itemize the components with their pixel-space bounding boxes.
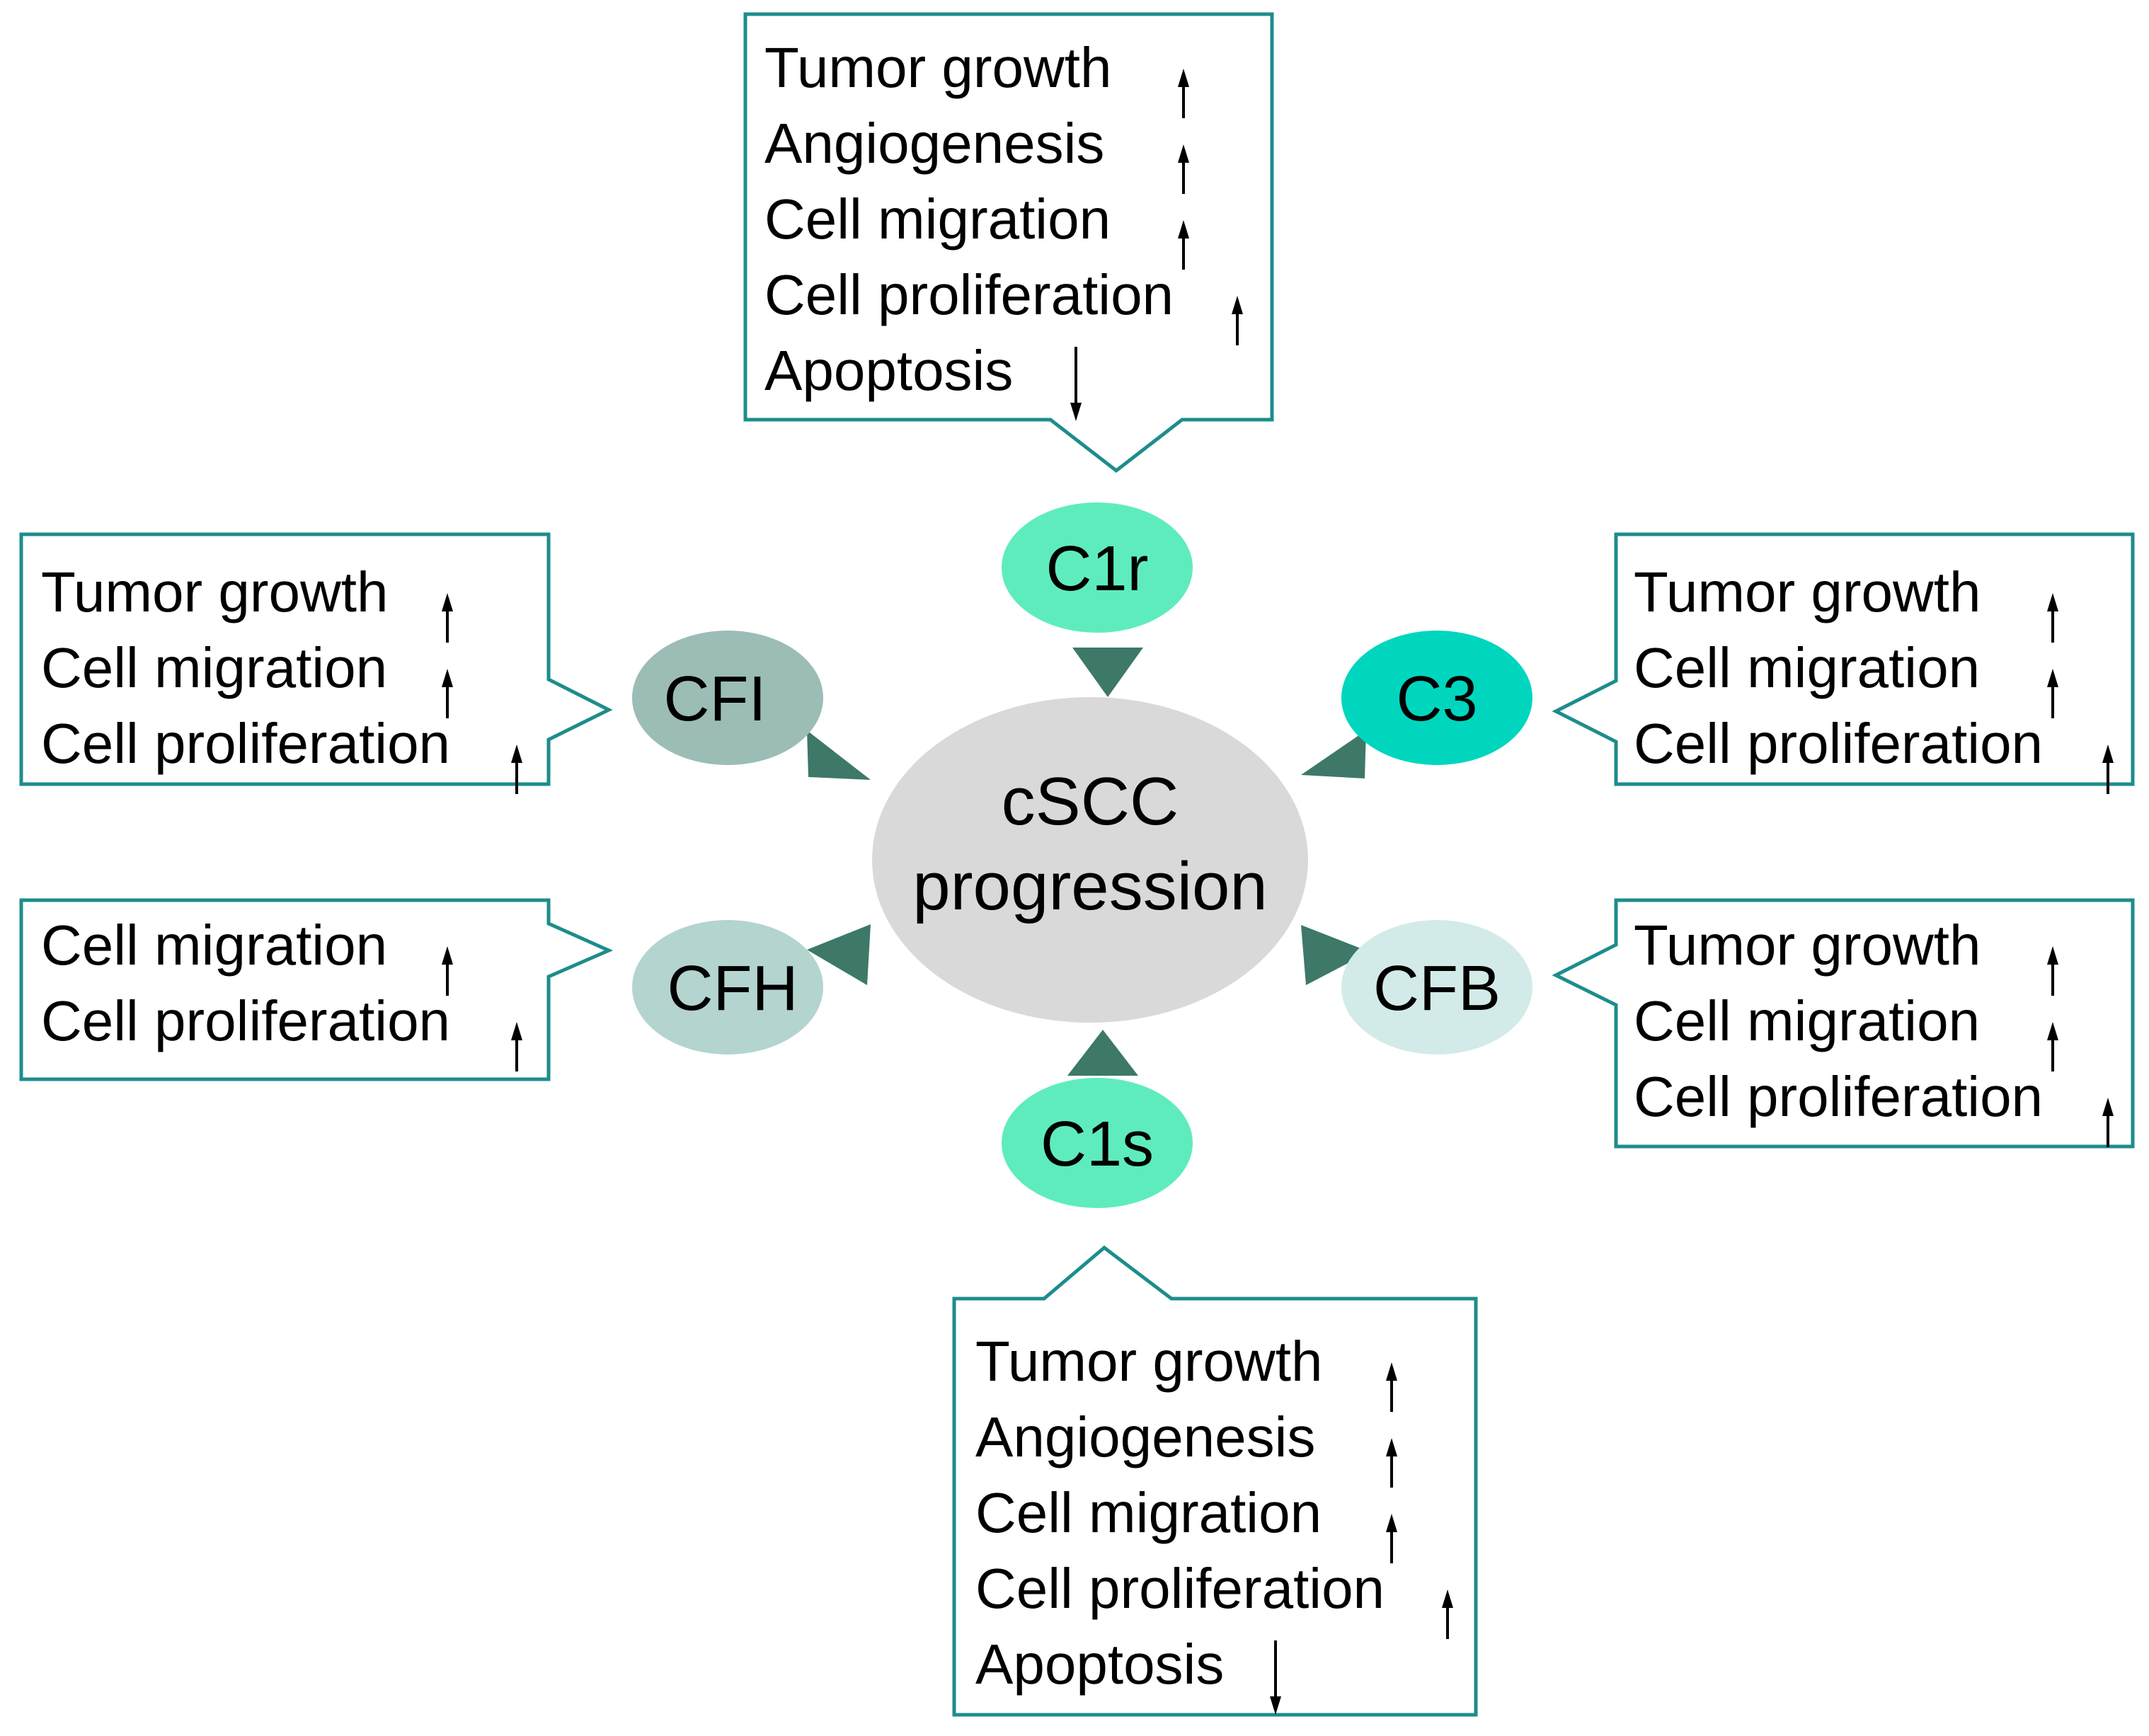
callout-item: Angiogenesis [975, 1406, 1315, 1468]
up-arrow-icon [511, 1022, 522, 1071]
callout-item: Cell migration [975, 1481, 1322, 1544]
callout-cfi: Tumor growth Cell migration Cell prolife… [19, 532, 613, 794]
node-c1r: C1r [1002, 502, 1193, 633]
up-arrow-icon [442, 593, 453, 643]
callout-cfb-box [1552, 898, 2135, 1149]
callout-item: Tumor growth [1634, 561, 1981, 623]
callout-item: Apoptosis [764, 339, 1013, 402]
callout-cfh: Cell migration Cell proliferation [19, 898, 614, 1081]
center-ellipse [872, 697, 1308, 1023]
up-arrow-icon [2102, 745, 2114, 794]
node-cfb: CFB [1341, 920, 1532, 1054]
callout-item: Tumor growth [975, 1330, 1323, 1393]
callout-item: Cell proliferation [41, 989, 450, 1052]
node-cfh-label: CFH [667, 953, 798, 1024]
callout-item: Cell proliferation [1634, 1065, 2043, 1128]
up-arrow-icon [442, 669, 453, 718]
callout-cfh-box [19, 898, 614, 1081]
down-arrow-icon [1270, 1640, 1281, 1715]
node-c1r-label: C1r [1045, 534, 1148, 604]
up-arrow-icon [2047, 593, 2058, 643]
node-c1s-label: C1s [1041, 1109, 1154, 1180]
callout-item: Angiogenesis [764, 112, 1104, 175]
callout-c1s: Tumor growth Angiogenesis Cell migration… [952, 1245, 1478, 1717]
pointer-cfi [807, 730, 871, 780]
node-c3: C3 [1341, 631, 1532, 765]
pointer-c1r [1072, 648, 1143, 697]
callout-item: Cell proliferation [975, 1557, 1385, 1620]
up-arrow-icon [442, 946, 453, 996]
up-arrow-icon [1386, 1438, 1397, 1488]
callout-c3-box [1552, 532, 2135, 786]
node-c1s-shape [1002, 1078, 1193, 1208]
node-cfb-shape [1341, 920, 1532, 1054]
pointer-c1s [1067, 1030, 1138, 1076]
up-arrow-icon [1386, 1514, 1397, 1563]
up-arrow-icon [2047, 669, 2058, 718]
callout-item: Tumor growth [41, 561, 389, 623]
up-arrow-icon [1178, 144, 1189, 194]
up-arrow-icon [2102, 1098, 2114, 1147]
up-arrow-icon [1442, 1590, 1453, 1639]
pointer-c3 [1301, 730, 1366, 778]
callout-item: Tumor growth [1634, 914, 1981, 977]
callout-c1r: Tumor growth Angiogenesis Cell migration… [743, 12, 1274, 473]
callout-c3: Tumor growth Cell migration Cell prolife… [1552, 532, 2135, 794]
callout-item: Cell proliferation [764, 263, 1174, 326]
up-arrow-icon [1178, 69, 1189, 118]
up-arrow-icon [1178, 220, 1189, 270]
callout-cfi-box [19, 532, 613, 786]
center-label-line-1: cSCC [1002, 764, 1179, 839]
callout-item: Cell migration [1634, 989, 1980, 1052]
callout-c1r-box [743, 12, 1274, 473]
callout-item: Apoptosis [975, 1633, 1224, 1696]
center-label-line-2: progression [912, 849, 1268, 924]
node-c3-shape [1341, 631, 1532, 765]
node-c1s: C1s [1002, 1078, 1193, 1208]
node-cfi: CFI [632, 631, 823, 765]
up-arrow-icon [2047, 1022, 2058, 1071]
callout-item: Tumor growth [764, 36, 1112, 99]
up-arrow-icon [1232, 296, 1243, 345]
callout-c1s-box [952, 1245, 1478, 1717]
callout-item: Cell migration [1634, 636, 1980, 699]
node-c3-label: C3 [1396, 664, 1477, 735]
node-cfh-shape [632, 920, 823, 1054]
pointer-cfb [1301, 925, 1370, 985]
callout-item: Cell migration [764, 188, 1111, 251]
node-c1r-shape [1002, 502, 1193, 633]
node-cfh: CFH [632, 920, 823, 1054]
callout-item: Cell proliferation [41, 712, 450, 775]
node-cfi-shape [632, 631, 823, 765]
pointer-cfh [807, 924, 871, 985]
callout-cfb: Tumor growth Cell migration Cell prolife… [1552, 898, 2135, 1149]
node-cfi-label: CFI [664, 664, 767, 735]
up-arrow-icon [1386, 1362, 1397, 1412]
callout-item: Cell migration [41, 914, 387, 977]
callout-item: Cell migration [41, 636, 387, 699]
down-arrow-icon [1070, 347, 1082, 421]
up-arrow-icon [511, 745, 522, 794]
up-arrow-icon [2047, 946, 2058, 996]
node-cfb-label: CFB [1373, 953, 1501, 1024]
callout-item: Cell proliferation [1634, 712, 2043, 775]
